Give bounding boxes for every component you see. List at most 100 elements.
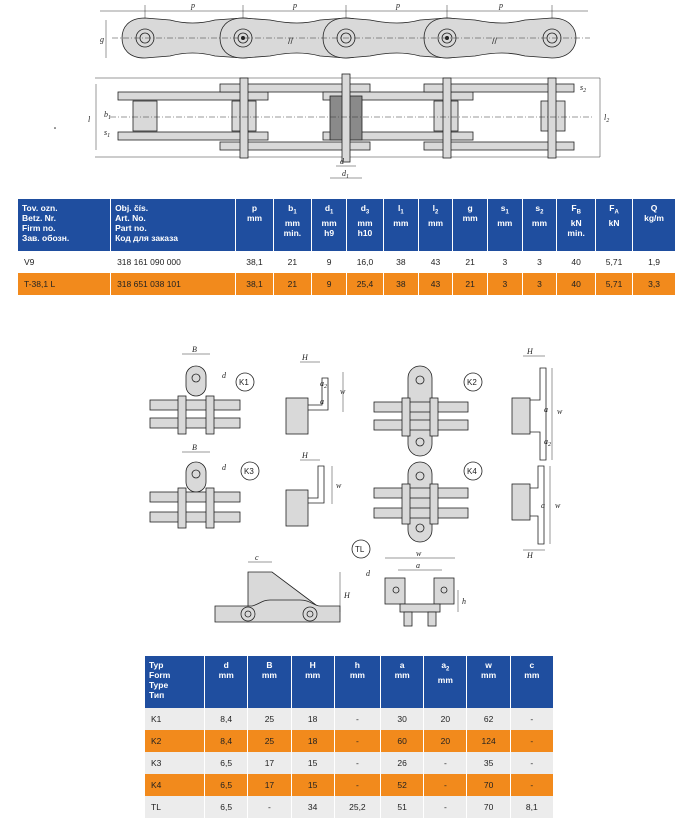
d-label: d [340, 157, 345, 166]
attachment-k2-k4-side-view: H w a a2 w a H [511, 347, 563, 560]
table-cell: 62 [466, 708, 511, 730]
header-subscript: B [576, 209, 581, 216]
header-line: Typ [149, 660, 164, 670]
table-cell: 8,4 [204, 708, 249, 730]
header-line: mm [261, 670, 277, 680]
header-symbol: s [500, 203, 506, 213]
header-symbol: l [397, 203, 401, 213]
table-cell: 20 [423, 730, 468, 752]
header-line: mm [481, 670, 497, 680]
header-subscript: 1 [293, 209, 297, 216]
table-cell: K1 [145, 708, 206, 730]
a-label: a [416, 561, 420, 570]
table-cell: 35 [466, 752, 511, 774]
header-line: Type [149, 680, 169, 690]
table-cell: 3 [487, 251, 523, 273]
pitch-label: p [292, 1, 297, 10]
header-line: mm [427, 217, 444, 228]
table-cell: 21 [273, 273, 313, 295]
chain-spec-table: Tov. ozn.Betz. Nr.Firm no.Зав. обозн.Obj… [18, 199, 676, 295]
header-line: mm [305, 670, 321, 680]
l2-label: l2 [604, 113, 609, 124]
table-cell: - [510, 752, 555, 774]
table-cell: - [334, 730, 382, 752]
header-line: Код для заказа [115, 233, 178, 243]
table-cell: 26 [380, 752, 425, 774]
table-cell: 70 [466, 774, 511, 796]
table-cell: 3,3 [632, 273, 676, 295]
header-line: kN [608, 217, 620, 228]
header-line: Betz. Nr. [22, 213, 57, 223]
w-label: w [340, 387, 346, 396]
table-cell: V9 [18, 251, 112, 273]
header-line: Тип [149, 690, 165, 700]
B-label: B [192, 345, 197, 354]
header-symbol: Obj. čís. [115, 203, 149, 213]
header-line: kN [570, 217, 582, 228]
table-cell: 25 [247, 730, 292, 752]
column-header: Tov. ozn.Betz. Nr.Firm no.Зав. обозн. [18, 199, 112, 251]
chain-side-view: p p p p // // g [100, 1, 590, 59]
k3-callout: K3 [244, 467, 254, 476]
table-cell: 38 [383, 273, 419, 295]
table-cell: - [510, 730, 555, 752]
c-label: c [255, 553, 259, 562]
header-line: a [399, 660, 405, 670]
k2-callout: K2 [467, 378, 477, 387]
header-line: mm [524, 670, 540, 680]
header-subscript: 3 [365, 209, 370, 216]
w-label: w [416, 549, 422, 558]
table-cell: - [510, 708, 555, 730]
table-cell: 15 [291, 774, 335, 796]
header-line: mm [394, 670, 410, 680]
table-cell: - [510, 774, 555, 796]
table-cell: 17 [247, 752, 292, 774]
attachment-k3-drawing: B d K3 H w [149, 443, 342, 529]
header-line: mm [437, 674, 453, 685]
k1-callout: K1 [239, 378, 249, 387]
d-label: d [222, 371, 227, 380]
table-cell: 6,5 [204, 752, 249, 774]
l1-label: l [88, 115, 91, 124]
table-cell: 38,1 [235, 251, 274, 273]
header-symbol: d [360, 203, 366, 213]
table-cell: 38 [383, 251, 419, 273]
table-cell: 3 [487, 273, 523, 295]
table-cell: K2 [145, 730, 206, 752]
hatch-symbol: // [492, 36, 498, 46]
table-cell: - [423, 752, 468, 774]
d-label: d [222, 463, 227, 472]
header-symbol: Tov. ozn. [22, 203, 58, 213]
header-line: mm [357, 217, 373, 228]
a-label: a [320, 397, 324, 406]
tl-callout: TL [355, 545, 365, 554]
table-cell: 52 [380, 774, 425, 796]
hatch-symbol: // [288, 36, 294, 46]
table-cell: 6,5 [204, 774, 249, 796]
header-line: mm [393, 217, 409, 228]
table-cell: 38,1 [235, 273, 274, 295]
b1-label: b1 [104, 110, 111, 121]
attachment-k4-drawing: K4 [373, 461, 483, 543]
header-subscript: 2 [446, 666, 450, 673]
H-label: H [301, 353, 309, 362]
table-cell: - [334, 708, 382, 730]
table-cell: 18 [291, 708, 335, 730]
header-line: Зав. обозн. [22, 233, 70, 243]
table-cell: 5,71 [595, 251, 634, 273]
table-cell: 1,9 [632, 251, 676, 273]
chain-plan-view: l b1 s1 l2 s2 d d1 [54, 73, 609, 180]
s1-label: s1 [104, 128, 110, 139]
a-label: a [544, 405, 548, 414]
table-cell: 25,4 [346, 273, 385, 295]
